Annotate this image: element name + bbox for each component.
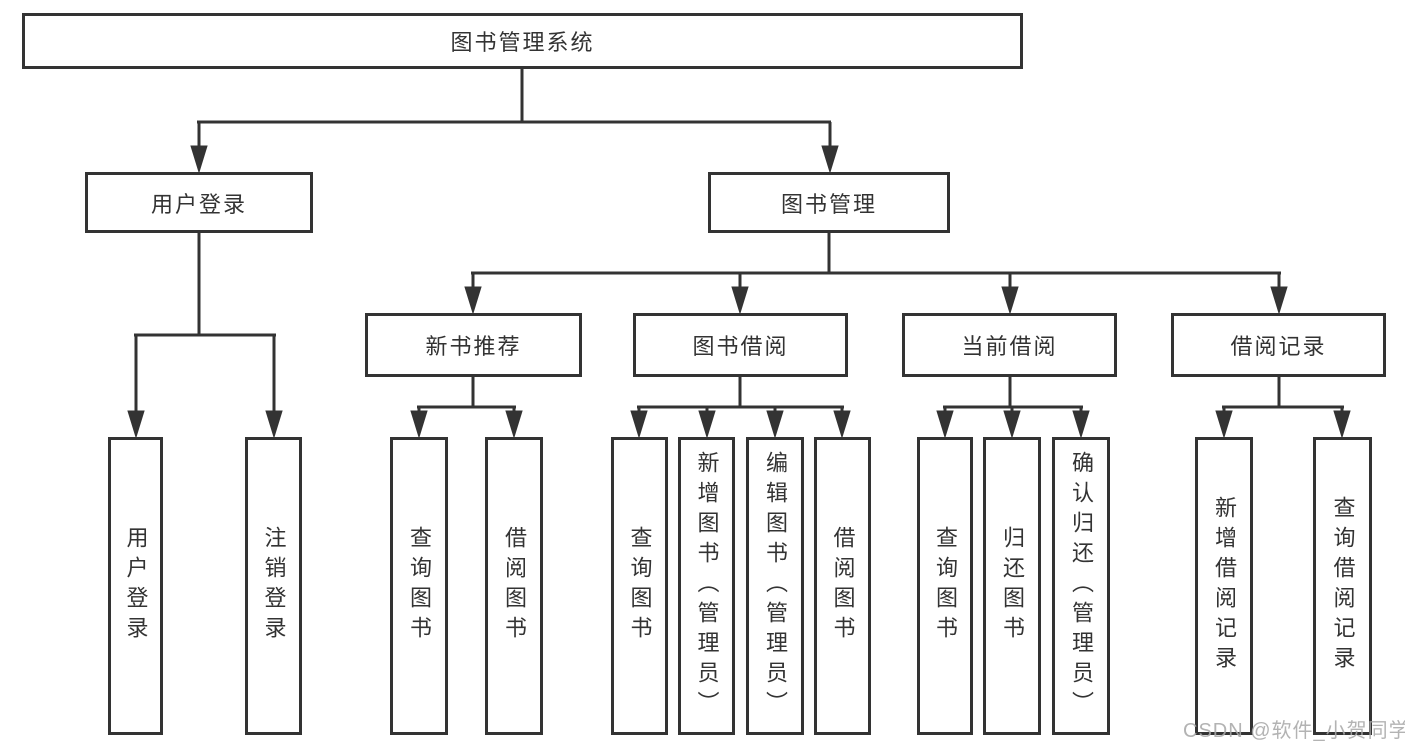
leaf-borrow-books-2: 借阅图书: [814, 437, 871, 735]
node-label: 编辑图书（管理员）: [763, 451, 788, 721]
node-label: 当前借阅: [961, 334, 1058, 359]
leaf-query-books-3: 查询图书: [917, 437, 973, 735]
node-label: 图书管理: [780, 191, 877, 217]
leaf-query-borrow-record: 查询借阅记录: [1313, 437, 1372, 735]
node-label: 注销登录: [261, 526, 287, 646]
node-label: 借阅图书: [830, 526, 856, 646]
leaf-borrow-books-1: 借阅图书: [485, 437, 543, 735]
connector-currentborrow-to-leaves: [936, 377, 1090, 439]
connector-bookborrow-to-leaves: [630, 377, 851, 439]
node-label: 新增图书（管理员）: [694, 451, 720, 721]
node-label: 查询图书: [407, 526, 432, 646]
leaf-add-borrow-record: 新增借阅记录: [1195, 437, 1253, 735]
connector-newbookrec-to-leaves: [410, 377, 523, 439]
node-current-borrowing: 当前借阅: [902, 313, 1117, 377]
node-label: 借阅记录: [1230, 334, 1327, 359]
node-book-management: 图书管理: [708, 172, 950, 233]
connector-bookmgmt-to-level3: [464, 233, 1288, 315]
leaf-add-books-admin: 新增图书（管理员）: [678, 437, 735, 735]
node-book-borrowing: 图书借阅: [633, 313, 848, 377]
node-label: 归还图书: [1000, 526, 1025, 646]
connector-userlogin-to-leaves: [127, 233, 283, 439]
node-root-library-system: 图书管理系统: [22, 13, 1023, 69]
node-user-login: 用户登录: [85, 172, 313, 233]
node-label: 用户登录: [150, 191, 247, 217]
leaf-user-login: 用户登录: [108, 437, 163, 735]
node-label: 图书管理系统: [450, 30, 595, 55]
leaf-return-books: 归还图书: [983, 437, 1041, 735]
node-label: 新增借阅记录: [1212, 496, 1237, 676]
leaf-confirm-return-admin: 确认归还（管理员）: [1052, 437, 1110, 735]
node-label: 确认归还（管理员）: [1069, 451, 1094, 721]
node-label: 新书推荐: [425, 334, 522, 359]
connector-borrowrecords-to-leaves: [1215, 377, 1351, 439]
leaf-query-books-2: 查询图书: [611, 437, 668, 735]
csdn-watermark: CSDN @软件_小贺同学: [1183, 720, 1405, 742]
node-borrowing-records: 借阅记录: [1171, 313, 1386, 377]
leaf-edit-books-admin: 编辑图书（管理员）: [746, 437, 804, 735]
node-new-book-recommend: 新书推荐: [365, 313, 582, 377]
node-label: 查询借阅记录: [1330, 496, 1356, 676]
connector-root-to-level2: [190, 69, 839, 174]
node-label: 借阅图书: [502, 526, 527, 646]
leaf-logout: 注销登录: [245, 437, 302, 735]
node-label: 查询图书: [627, 526, 653, 646]
node-label: 查询图书: [933, 526, 958, 646]
leaf-query-books-1: 查询图书: [390, 437, 448, 735]
node-label: 图书借阅: [692, 334, 789, 359]
node-label: 用户登录: [123, 526, 149, 646]
